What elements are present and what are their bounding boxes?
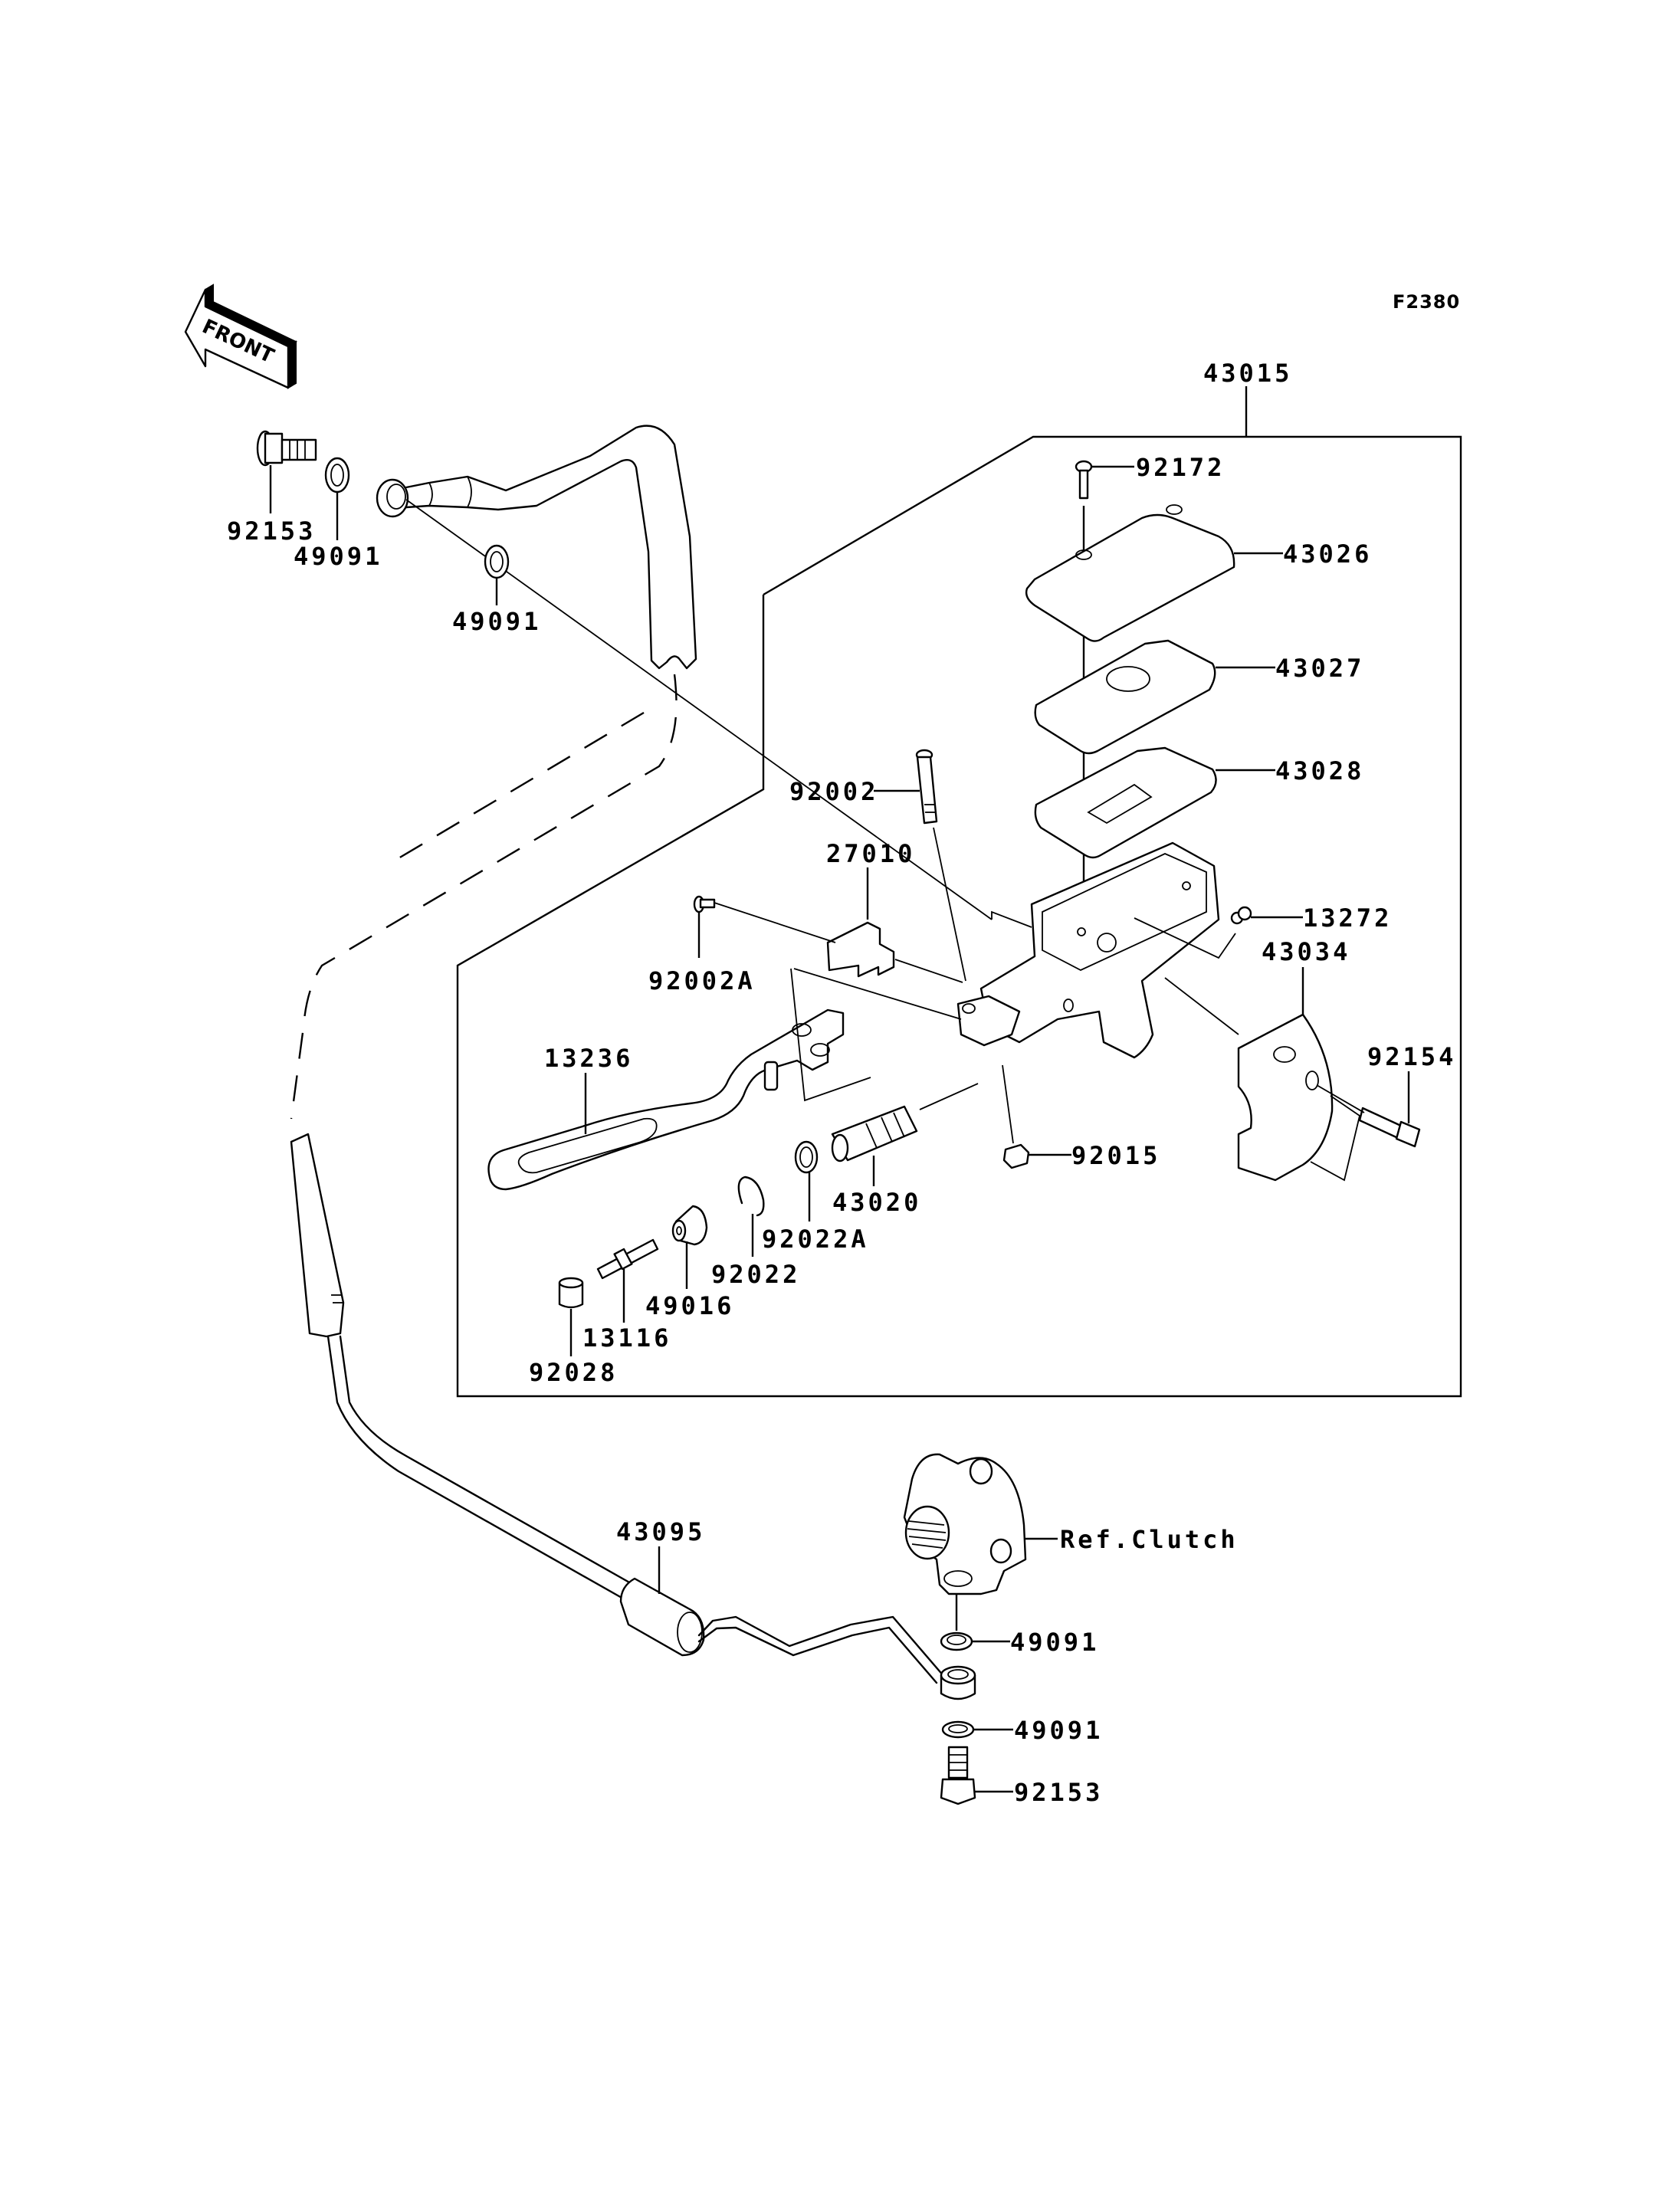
part-label-92153-lower[interactable]: 92153 (1014, 1778, 1103, 1807)
washer-icon (941, 1720, 975, 1739)
part-label-43028[interactable]: 43028 (1275, 756, 1364, 785)
part-label-49091-upper-left[interactable]: 49091 (294, 542, 382, 571)
boot-icon (671, 1205, 708, 1246)
clutch-lever-icon (487, 1008, 845, 1191)
banjo-bolt-icon (940, 1746, 976, 1805)
plate-icon (1034, 639, 1216, 755)
part-label-49016[interactable]: 49016 (645, 1291, 734, 1320)
diaphragm-icon (1034, 746, 1217, 859)
screw-icon (693, 895, 716, 913)
reservoir-cap-icon (1025, 513, 1235, 642)
push-rod-icon (596, 1238, 659, 1280)
part-label-92002A[interactable]: 92002A (648, 966, 756, 995)
part-label-92172[interactable]: 92172 (1136, 453, 1225, 482)
clamp-icon (1237, 1013, 1334, 1182)
clutch-slave-cylinder (903, 1453, 1027, 1595)
clamp-bolt-icon (1358, 1107, 1421, 1148)
clutch-hose-upper (290, 425, 993, 1120)
part-label-92015[interactable]: 92015 (1071, 1141, 1160, 1170)
part-label-43034[interactable]: 43034 (1262, 937, 1350, 966)
part-label-13272[interactable]: 13272 (1303, 903, 1392, 933)
part-label-13236[interactable]: 13236 (544, 1044, 633, 1073)
pivot-bolt-icon (915, 749, 938, 825)
banjo-bolt-icon (256, 430, 317, 467)
part-label-49091-lower-upper[interactable]: 49091 (1010, 1628, 1099, 1657)
assembly-box (456, 386, 1462, 1398)
part-label-92022A[interactable]: 92022A (762, 1225, 869, 1254)
nut-icon (1002, 1143, 1030, 1169)
circlip-icon (737, 1176, 765, 1217)
washer-icon (794, 1140, 819, 1174)
part-label-27010[interactable]: 27010 (826, 839, 915, 868)
switch-icon (826, 921, 895, 978)
part-label-92022[interactable]: 92022 (711, 1260, 800, 1289)
part-label-92153-upper[interactable]: 92153 (227, 516, 316, 546)
screw-icon (1075, 460, 1093, 500)
front-arrow-icon: FRONT (184, 284, 298, 389)
banjo-fitting-icon (940, 1665, 976, 1700)
part-label-43020[interactable]: 43020 (832, 1188, 921, 1217)
part-label-92002[interactable]: 92002 (789, 777, 878, 806)
part-label-92028[interactable]: 92028 (529, 1358, 618, 1387)
master-cylinder-body (956, 841, 1220, 1059)
clutch-hose-lower (290, 1133, 946, 1684)
part-label-43015[interactable]: 43015 (1203, 359, 1292, 388)
piston-icon (831, 1105, 918, 1162)
reference-label-clutch[interactable]: Ref.Clutch (1060, 1525, 1239, 1554)
part-label-49091-lower-lower[interactable]: 49091 (1014, 1716, 1103, 1745)
figure-code: F2380 (1393, 291, 1460, 313)
bleeder-icon (1230, 906, 1252, 925)
part-label-43095[interactable]: 43095 (616, 1517, 705, 1546)
part-label-43026[interactable]: 43026 (1283, 539, 1372, 569)
part-label-92154[interactable]: 92154 (1367, 1042, 1456, 1071)
part-label-49091-upper-right[interactable]: 49091 (452, 607, 541, 636)
washer-icon (324, 457, 350, 494)
bushing-icon (558, 1277, 584, 1309)
washer-icon (484, 544, 510, 579)
part-label-43027[interactable]: 43027 (1275, 654, 1364, 683)
part-label-13116[interactable]: 13116 (582, 1323, 671, 1353)
